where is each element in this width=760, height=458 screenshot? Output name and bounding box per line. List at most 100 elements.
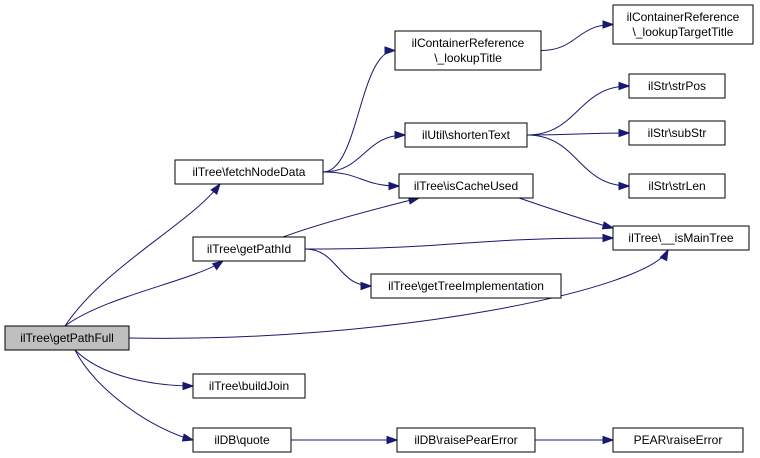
node-label: ilTree\getTreeImplementation bbox=[388, 279, 544, 293]
edge-getPathFull-to-isMainTree bbox=[128, 248, 669, 339]
node-box[interactable] bbox=[4, 325, 130, 351]
node-lookupTitle[interactable]: ilContainerReference\_lookupTitle bbox=[394, 30, 542, 71]
node-box[interactable] bbox=[612, 4, 754, 45]
node-quote[interactable]: ilDB\quote bbox=[192, 427, 292, 453]
arrowhead-icon bbox=[181, 433, 195, 442]
node-label: ilStr\strLen bbox=[648, 179, 705, 193]
edge-getPathId-to-getTreeImplementation bbox=[304, 248, 373, 291]
edge-fetchNodeData-to-shortenText bbox=[322, 130, 407, 173]
edge-fetchNodeData-to-lookupTitle bbox=[322, 46, 397, 173]
edge-line bbox=[64, 260, 224, 327]
edge-getPathFull-to-quote bbox=[74, 349, 195, 442]
edge-shortenText-to-subStr bbox=[526, 128, 631, 138]
node-strPos[interactable]: ilStr\strPos bbox=[628, 73, 726, 99]
node-getTreeImplementation[interactable]: ilTree\getTreeImplementation bbox=[370, 273, 562, 299]
arrowhead-icon bbox=[659, 248, 669, 262]
arrowhead-icon bbox=[384, 46, 397, 55]
edge-line bbox=[282, 197, 420, 238]
node-getPathId[interactable]: ilTree\getPathId bbox=[192, 236, 306, 262]
edge-line bbox=[526, 132, 630, 136]
node-box[interactable] bbox=[394, 30, 542, 71]
arrowhead-icon bbox=[182, 381, 195, 391]
arrowhead-icon bbox=[388, 181, 401, 191]
nodes-layer: ilTree\getPathFull ilTree\fetchNodeData il… bbox=[4, 4, 754, 453]
arrowhead-icon bbox=[618, 181, 631, 191]
node-label: ilTree\fetchNodeData bbox=[193, 165, 306, 179]
node-lookupTargetTitle[interactable]: ilContainerReference\_lookupTargetTitle bbox=[612, 4, 754, 45]
arrowhead-icon bbox=[360, 281, 373, 291]
arrowhead-icon bbox=[602, 233, 615, 243]
node-box[interactable] bbox=[628, 73, 726, 99]
arrowhead-icon bbox=[618, 128, 631, 138]
node-label: ilTree\__isMainTree bbox=[628, 231, 733, 245]
node-box[interactable] bbox=[404, 122, 528, 148]
edge-line bbox=[322, 171, 400, 187]
edge-shortenText-to-strPos bbox=[526, 81, 631, 136]
node-fetchNodeData[interactable]: ilTree\fetchNodeData bbox=[174, 159, 324, 185]
edge-line bbox=[74, 349, 194, 441]
node-box[interactable] bbox=[612, 225, 750, 251]
edge-getPathFull-to-buildJoin bbox=[74, 349, 195, 391]
node-box[interactable] bbox=[396, 427, 536, 453]
edge-getPathId-to-isCacheUsed bbox=[282, 196, 421, 238]
node-getPathFull[interactable]: ilTree\getPathFull bbox=[4, 325, 130, 351]
node-label: ilTree\getPathFull bbox=[20, 331, 114, 345]
node-box[interactable] bbox=[612, 427, 744, 453]
edge-line bbox=[128, 249, 669, 339]
edge-quote-to-raisePearError bbox=[291, 435, 399, 445]
edge-getPathFull-to-getPathId bbox=[64, 260, 225, 327]
arrowhead-icon bbox=[386, 435, 399, 445]
node-label: \_lookupTargetTitle bbox=[633, 25, 734, 39]
arrowhead-icon bbox=[601, 221, 615, 230]
node-buildJoin[interactable]: ilTree\buildJoin bbox=[192, 373, 306, 399]
node-label: ilTree\isCacheUsed bbox=[414, 179, 518, 193]
arrowhead-icon bbox=[602, 435, 615, 445]
node-isCacheUsed[interactable]: ilTree\isCacheUsed bbox=[398, 173, 534, 199]
node-strLen[interactable]: ilStr\strLen bbox=[628, 173, 726, 199]
edge-getPathId-to-isMainTree bbox=[304, 233, 615, 250]
node-box[interactable] bbox=[192, 373, 306, 399]
edge-raisePearError-to-raiseError bbox=[535, 435, 615, 445]
node-label: ilStr\subStr bbox=[648, 126, 707, 140]
node-box[interactable] bbox=[628, 120, 726, 146]
node-label: ilDB\raisePearError bbox=[414, 433, 517, 447]
arrowhead-icon bbox=[210, 182, 221, 195]
arrowhead-icon bbox=[618, 81, 631, 91]
edge-line bbox=[74, 349, 194, 387]
node-label: ilTree\getPathId bbox=[207, 242, 291, 256]
edge-fetchNodeData-to-isCacheUsed bbox=[322, 171, 401, 191]
node-label: ilUtil\shortenText bbox=[422, 128, 511, 142]
node-box[interactable] bbox=[398, 173, 534, 199]
node-box[interactable] bbox=[370, 273, 562, 299]
edge-line bbox=[322, 50, 396, 173]
edge-line bbox=[64, 183, 221, 327]
node-box[interactable] bbox=[628, 173, 726, 199]
arrowhead-icon bbox=[602, 20, 615, 29]
node-label: \_lookupTitle bbox=[434, 51, 502, 65]
node-label: ilDB\quote bbox=[214, 433, 270, 447]
edge-lookupTitle-to-lookupTargetTitle bbox=[540, 20, 615, 51]
edge-line bbox=[518, 197, 614, 229]
edge-line bbox=[304, 237, 614, 250]
edge-line bbox=[304, 248, 372, 287]
node-label: ilStr\strPos bbox=[648, 79, 706, 93]
edge-line bbox=[540, 24, 614, 51]
edge-isCacheUsed-to-isMainTree bbox=[518, 197, 615, 230]
node-subStr[interactable]: ilStr\subStr bbox=[628, 120, 726, 146]
edge-line bbox=[526, 85, 630, 136]
node-label: ilContainerReference bbox=[627, 10, 740, 24]
node-box[interactable] bbox=[192, 427, 292, 453]
node-label: ilTree\buildJoin bbox=[209, 379, 289, 393]
edge-shortenText-to-strLen bbox=[526, 134, 631, 191]
node-isMainTree[interactable]: ilTree\__isMainTree bbox=[612, 225, 750, 251]
node-raiseError[interactable]: PEAR\raiseError bbox=[612, 427, 744, 453]
edge-line bbox=[322, 134, 406, 173]
node-box[interactable] bbox=[192, 236, 306, 262]
arrowhead-icon bbox=[211, 260, 225, 271]
node-box[interactable] bbox=[174, 159, 324, 185]
node-shortenText[interactable]: ilUtil\shortenText bbox=[404, 122, 528, 148]
node-raisePearError[interactable]: ilDB\raisePearError bbox=[396, 427, 536, 453]
node-label: ilContainerReference bbox=[412, 36, 525, 50]
node-label: PEAR\raiseError bbox=[634, 433, 723, 447]
